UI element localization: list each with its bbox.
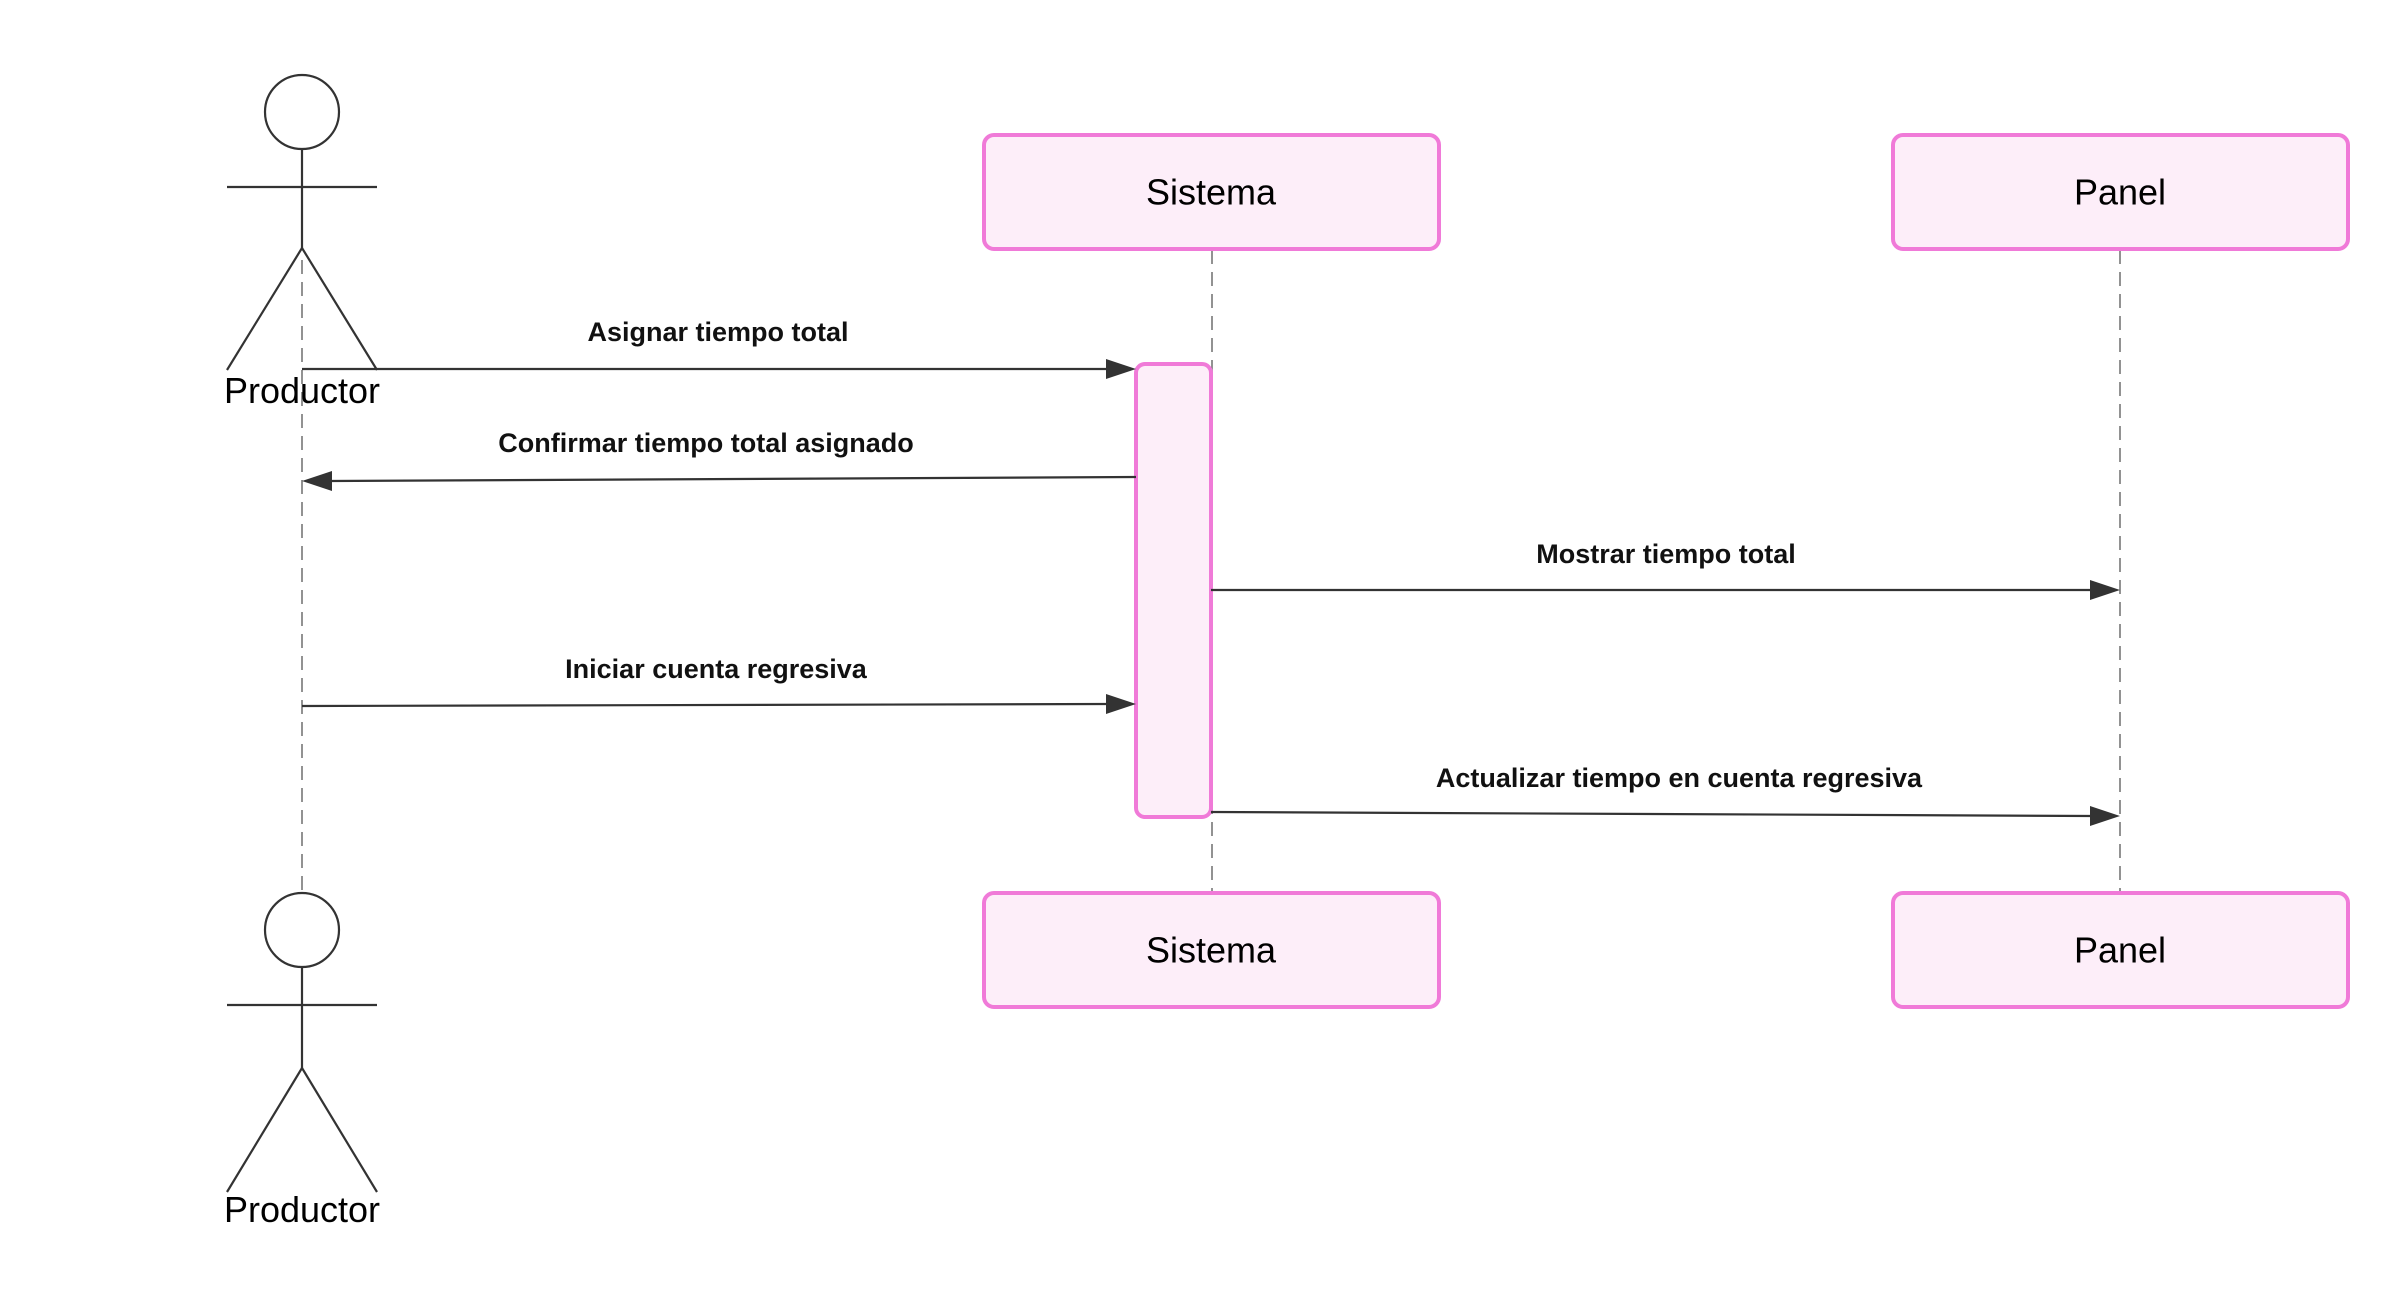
participant-label: Sistema: [1146, 172, 1277, 213]
arrowhead-icon: [2090, 806, 2120, 826]
message-label: Iniciar cuenta regresiva: [565, 654, 868, 684]
participant-panel-top: Panel: [1891, 133, 2350, 251]
message-confirmar-tiempo-total-asignado: Confirmar tiempo total asignado: [302, 428, 1137, 491]
participant-sistema-bottom: Sistema: [982, 891, 1441, 1009]
participant-box: [1891, 891, 2350, 1009]
message-line: [329, 475, 1137, 483]
actor-left-leg: [226, 247, 303, 371]
participant-box: [1891, 133, 2350, 251]
message-label: Asignar tiempo total: [587, 317, 848, 347]
actor-head: [263, 891, 341, 969]
message-asignar-tiempo-total: Asignar tiempo total: [302, 317, 1136, 379]
actor-productor-bottom: Productor: [224, 891, 380, 1230]
activation-bar-sistema: [1134, 362, 1213, 819]
participant-sistema-top: Sistema: [982, 133, 1441, 251]
participant-box: [982, 891, 1441, 1009]
arrowhead-icon: [302, 471, 332, 491]
arrowhead-icon: [1106, 694, 1136, 714]
message-mostrar-tiempo-total: Mostrar tiempo total: [1211, 539, 2120, 600]
actor-left-leg: [226, 1067, 303, 1193]
actor-productor-top: Productor: [224, 73, 380, 411]
arrowhead-icon: [2090, 580, 2120, 600]
message-label: Confirmar tiempo total asignado: [498, 428, 914, 458]
actor-label: Productor: [224, 1189, 380, 1230]
participant-label: Sistema: [1146, 930, 1277, 971]
actor-right-leg: [301, 247, 378, 371]
actor-right-leg: [301, 1067, 378, 1193]
actor-label: Productor: [224, 370, 380, 411]
message-line: [1210, 810, 2093, 818]
message-actualizar-tiempo-en-cuenta-regresiva: Actualizar tiempo en cuenta regresiva: [1210, 763, 2120, 826]
participant-panel-bottom: Panel: [1891, 891, 2350, 1009]
arrowhead-icon: [1106, 359, 1136, 379]
participant-label: Panel: [2074, 172, 2166, 213]
message-iniciar-cuenta-regresiva: Iniciar cuenta regresiva: [301, 654, 1136, 714]
participant-box: [982, 133, 1441, 251]
message-label: Actualizar tiempo en cuenta regresiva: [1436, 763, 1923, 793]
message-line: [301, 702, 1109, 708]
participant-label: Panel: [2074, 930, 2166, 971]
message-label: Mostrar tiempo total: [1536, 539, 1796, 569]
actor-head: [263, 73, 341, 151]
